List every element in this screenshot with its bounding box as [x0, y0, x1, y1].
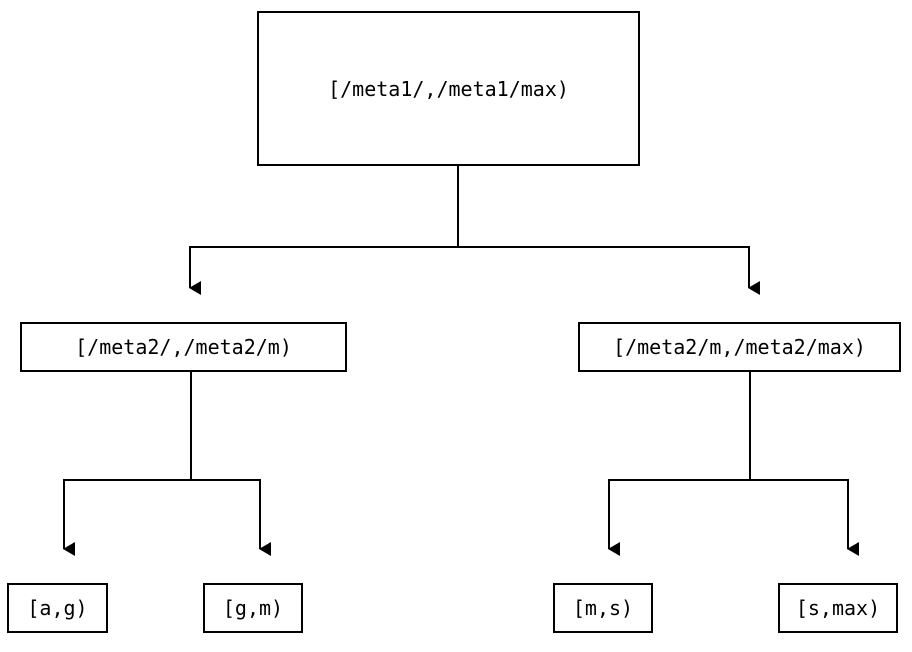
edge-meta2-right-to-leaf-ms — [608, 372, 751, 556]
edge-meta2-left-to-leaf-gm — [190, 372, 271, 556]
tree-node-leaf-ms-label: [m,s) — [572, 596, 634, 620]
tree-node-leaf-ms: [m,s) — [553, 583, 653, 633]
edge-meta2-left-to-leaf-ag — [63, 372, 192, 556]
tree-node-leaf-smax: [s,max) — [778, 583, 898, 633]
edge-root-to-meta2-right — [457, 166, 760, 295]
tree-node-meta2-right-label: [/meta2/m,/meta2/max) — [613, 335, 866, 359]
tree-node-leaf-gm-label: [g,m) — [222, 596, 284, 620]
tree-node-root-label: [/meta1/,/meta1/max) — [328, 76, 569, 101]
tree-node-leaf-gm: [g,m) — [203, 583, 303, 633]
tree-node-meta2-left: [/meta2/,/meta2/m) — [20, 322, 347, 372]
tree-node-leaf-ag-label: [a,g) — [27, 596, 88, 620]
tree-node-leaf-ag: [a,g) — [7, 583, 108, 633]
edge-root-to-meta2-left — [189, 166, 459, 295]
tree-node-meta2-left-label: [/meta2/,/meta2/m) — [75, 335, 292, 359]
tree-node-root: [/meta1/,/meta1/max) — [257, 11, 640, 166]
edge-meta2-right-to-leaf-smax — [749, 372, 859, 556]
tree-node-meta2-right: [/meta2/m,/meta2/max) — [578, 322, 901, 372]
tree-node-leaf-smax-label: [s,max) — [795, 596, 881, 620]
